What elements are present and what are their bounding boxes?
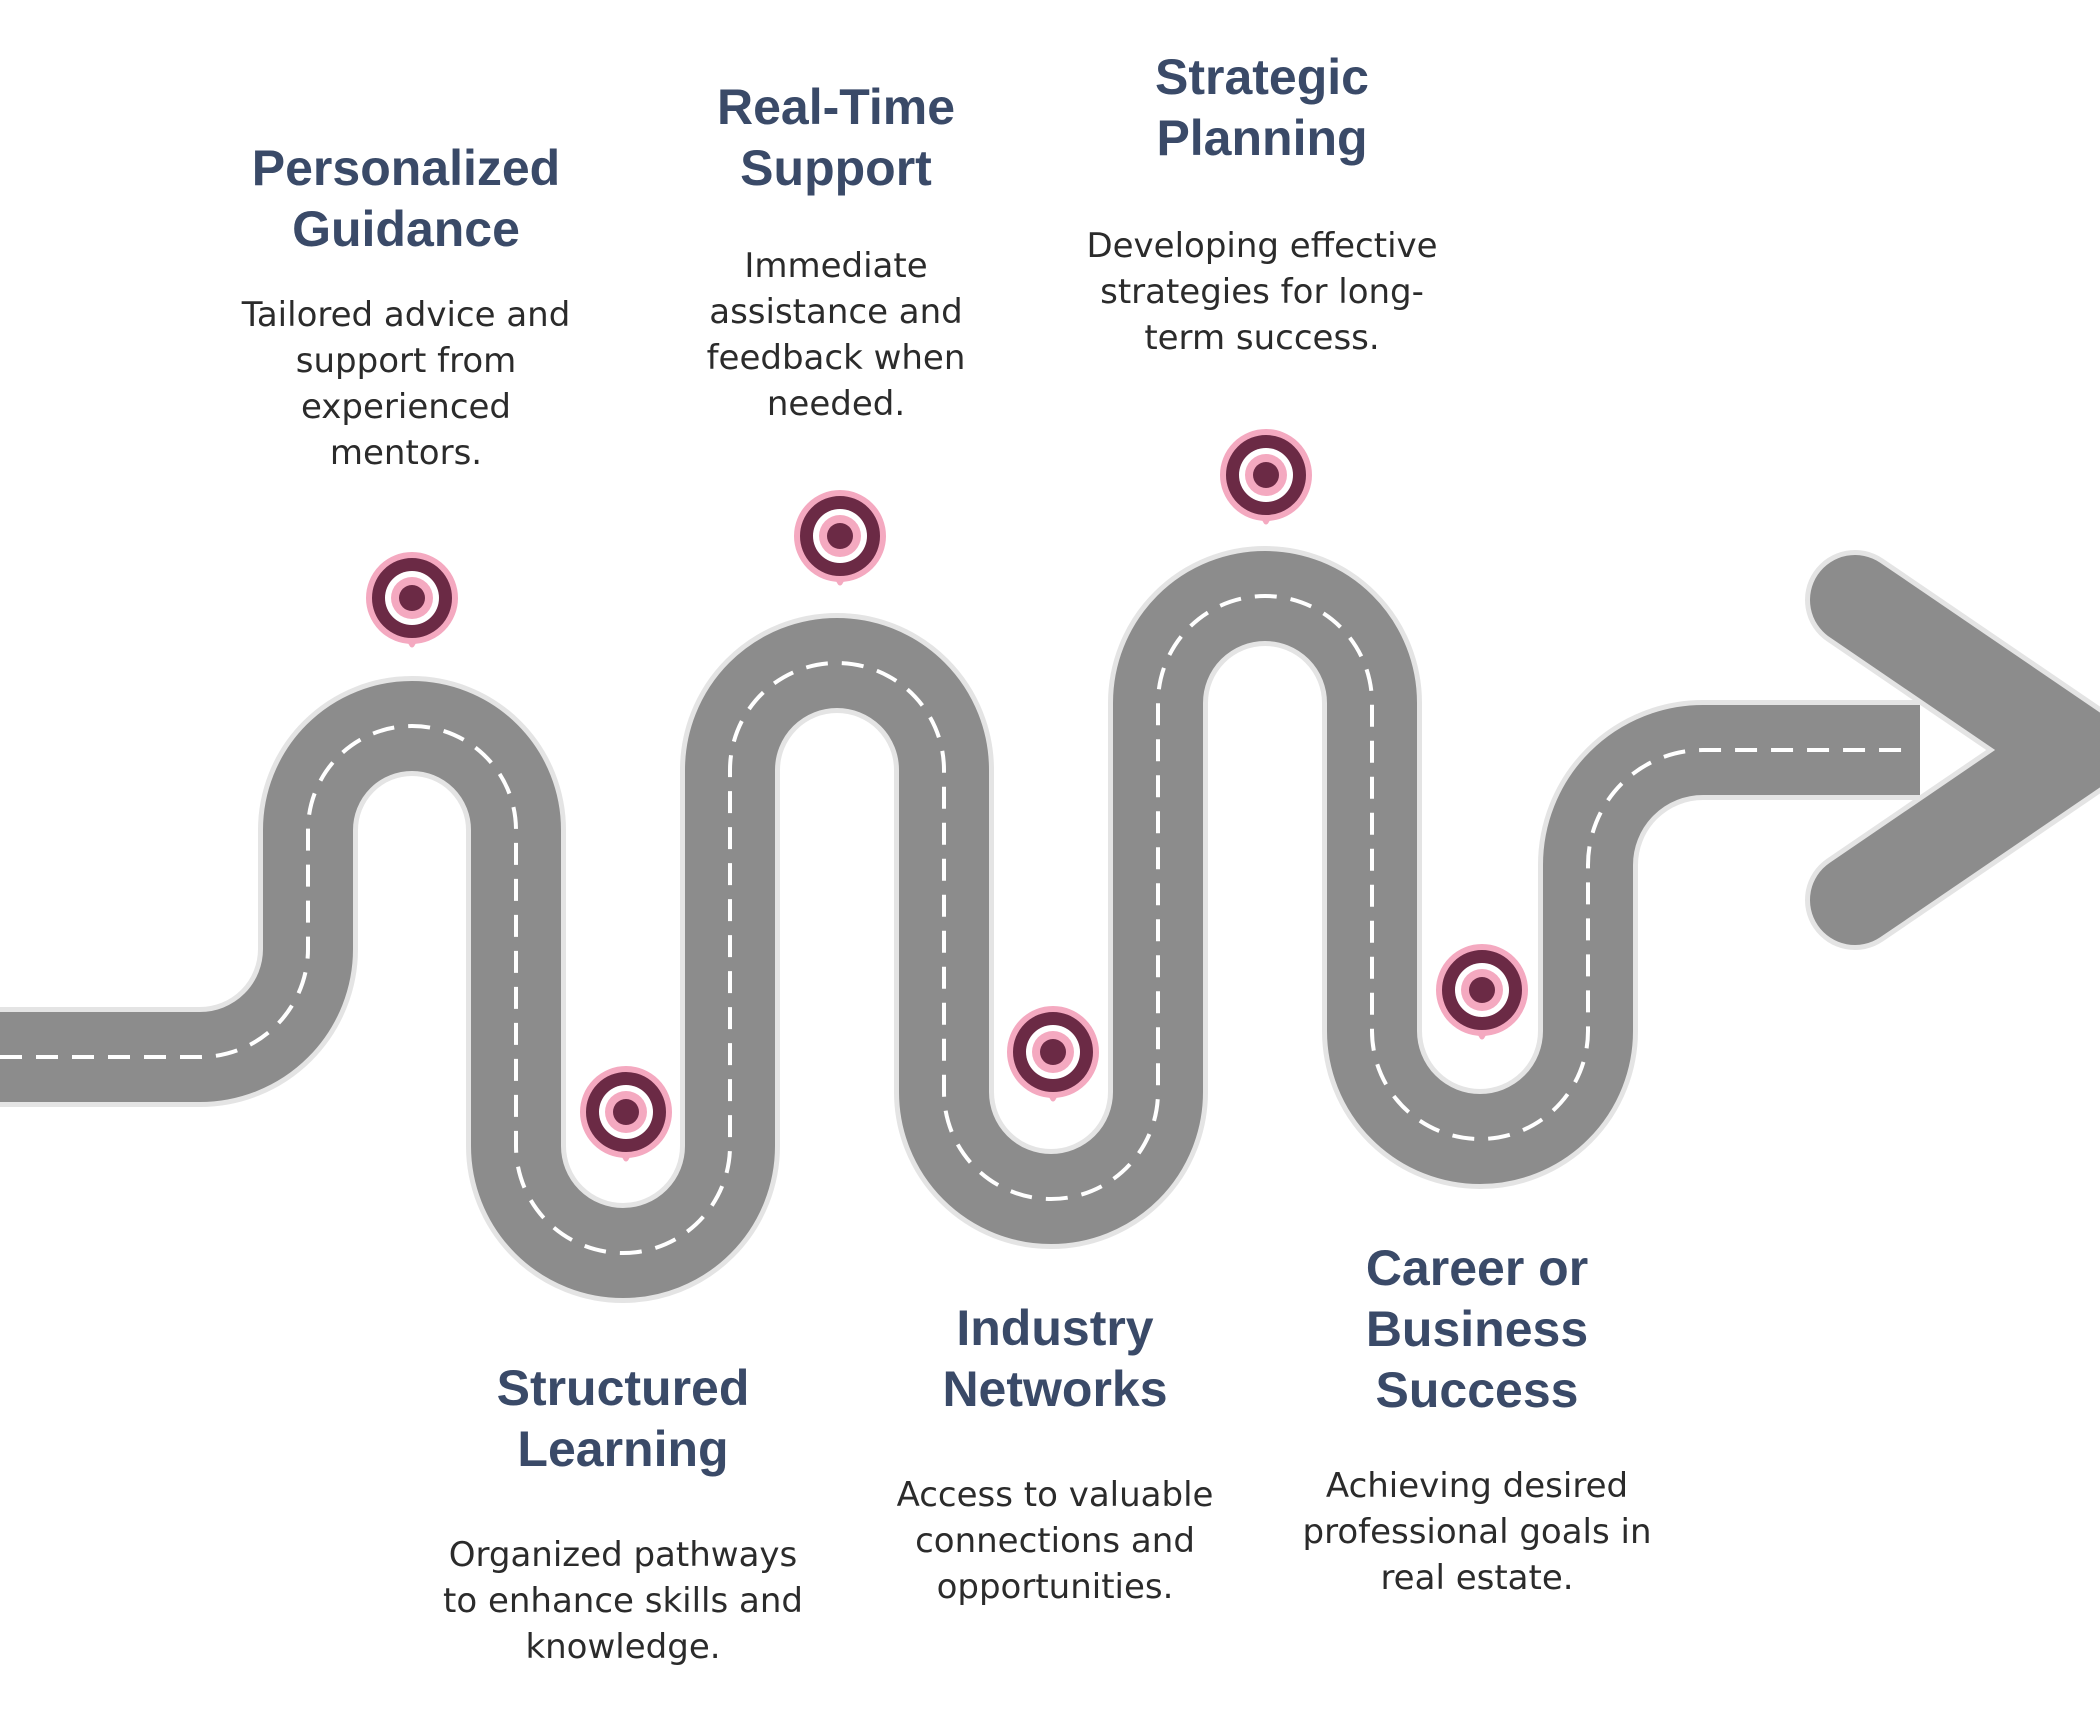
milestone-structured-learning: Structured Learning Organized pathways t… bbox=[413, 1358, 833, 1670]
milestone-description: Developing effective strategies for long… bbox=[1052, 223, 1472, 361]
milestone-industry-networks: Industry Networks Access to valuable con… bbox=[845, 1298, 1265, 1610]
milestone-title: Career or Business Success bbox=[1267, 1238, 1687, 1421]
map-pin-icon bbox=[1010, 1009, 1096, 1099]
milestone-title: Industry Networks bbox=[845, 1298, 1265, 1420]
milestone-description: Access to valuable connections and oppor… bbox=[845, 1472, 1265, 1610]
milestone-real-time-support: Real-Time Support Immediate assistance a… bbox=[626, 77, 1046, 427]
milestone-personalized-guidance: Personalized Guidance Tailored advice an… bbox=[196, 138, 616, 476]
milestone-description: Immediate assistance and feedback when n… bbox=[626, 243, 1046, 427]
milestone-description: Achieving desired professional goals in … bbox=[1267, 1463, 1687, 1601]
map-pin-icon bbox=[1439, 947, 1525, 1037]
milestone-title: Real-Time Support bbox=[626, 77, 1046, 199]
map-pin-icon bbox=[583, 1069, 669, 1159]
milestone-career-or-business-success: Career or Business Success Achieving des… bbox=[1267, 1238, 1687, 1601]
milestone-strategic-planning: Strategic Planning Developing effective … bbox=[1052, 47, 1472, 361]
milestone-title: Personalized Guidance bbox=[196, 138, 616, 260]
map-pin-icon bbox=[1223, 432, 1309, 522]
milestone-title: Structured Learning bbox=[413, 1358, 833, 1480]
milestone-description: Tailored advice and support from experie… bbox=[196, 292, 616, 476]
road-surface bbox=[0, 596, 1920, 1253]
map-pin-icon bbox=[369, 555, 455, 645]
map-pin-icon bbox=[797, 493, 883, 583]
milestone-title: Strategic Planning bbox=[1052, 47, 1472, 169]
milestone-description: Organized pathways to enhance skills and… bbox=[413, 1532, 833, 1670]
